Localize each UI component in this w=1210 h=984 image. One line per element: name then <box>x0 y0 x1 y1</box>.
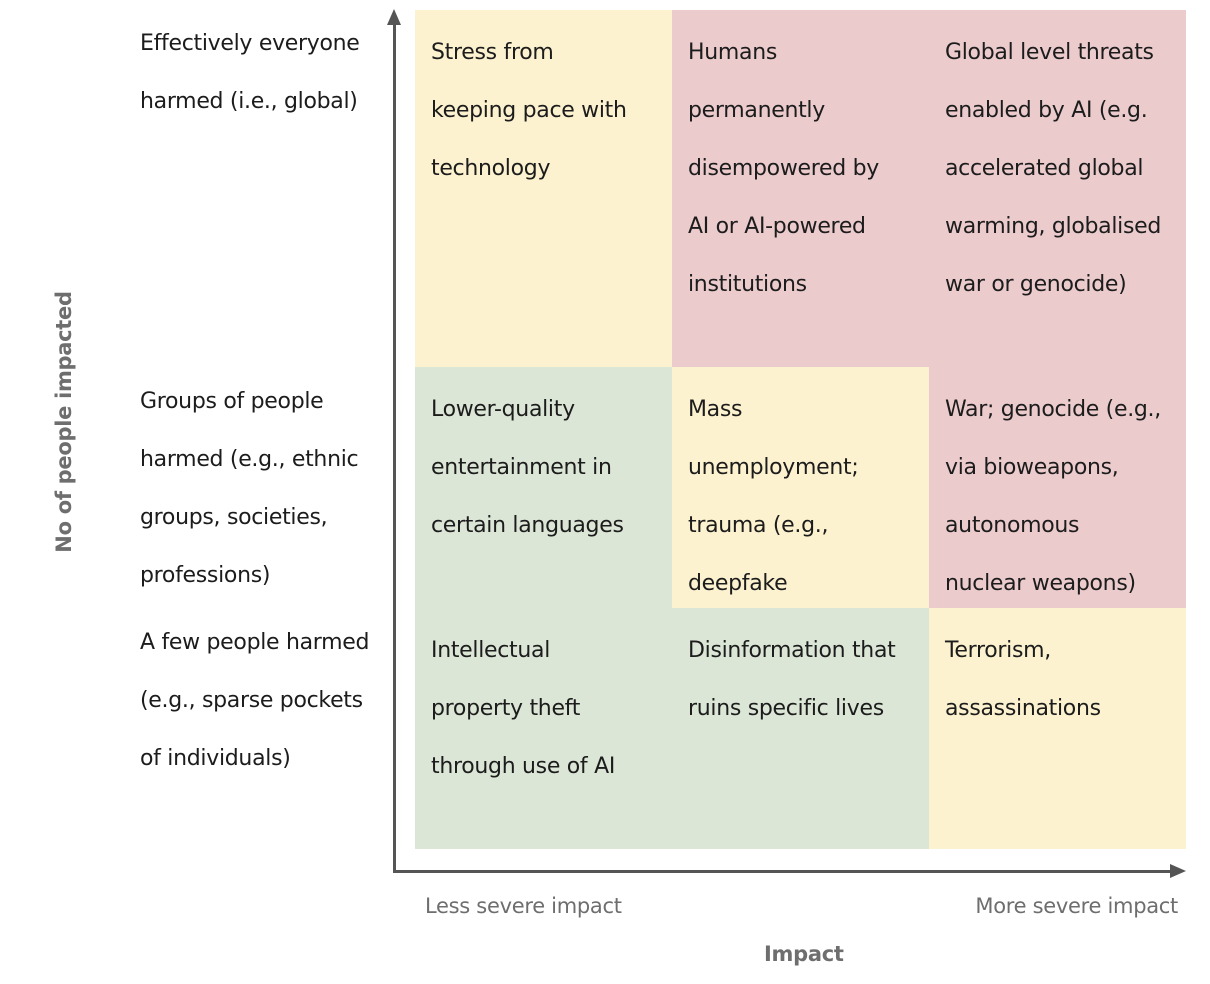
x-axis-arrow-icon <box>1170 864 1186 878</box>
x-axis-high-label: More severe impact <box>975 894 1178 918</box>
row-label-global: Effectively everyone harmed (i.e., globa… <box>140 31 360 114</box>
y-axis-arrow-icon <box>387 9 401 25</box>
x-axis-line <box>393 870 1173 873</box>
y-axis-title: No of people impacted <box>52 291 76 553</box>
cell-few-moderate: Disinformation that ruins specific lives <box>672 608 929 849</box>
cell-global-more-severe: Global level threats enabled by AI (e.g.… <box>929 10 1186 367</box>
cell-global-moderate: Humans permanently disempowered by AI or… <box>672 10 929 367</box>
cell-few-less-severe: Intellectual property theft through use … <box>415 608 672 849</box>
row-label-few: A few people harmed (e.g., sparse pocket… <box>140 630 370 771</box>
cell-groups-more-severe: War; genocide (e.g., via bioweapons, aut… <box>929 367 1186 608</box>
cell-few-more-severe: Terrorism, assassinations <box>929 608 1186 849</box>
row-label-groups: Groups of people harmed (e.g., ethnic gr… <box>140 389 359 588</box>
y-axis-line <box>393 22 396 873</box>
cell-groups-less-severe: Lower-quality entertainment in certain l… <box>415 367 672 608</box>
x-axis-low-label: Less severe impact <box>425 894 622 918</box>
cell-groups-moderate: Mass unemployment; trauma (e.g., deepfak… <box>672 367 929 608</box>
x-axis-title: Impact <box>764 942 844 966</box>
cell-global-less-severe: Stress from keeping pace with technology <box>415 10 672 367</box>
